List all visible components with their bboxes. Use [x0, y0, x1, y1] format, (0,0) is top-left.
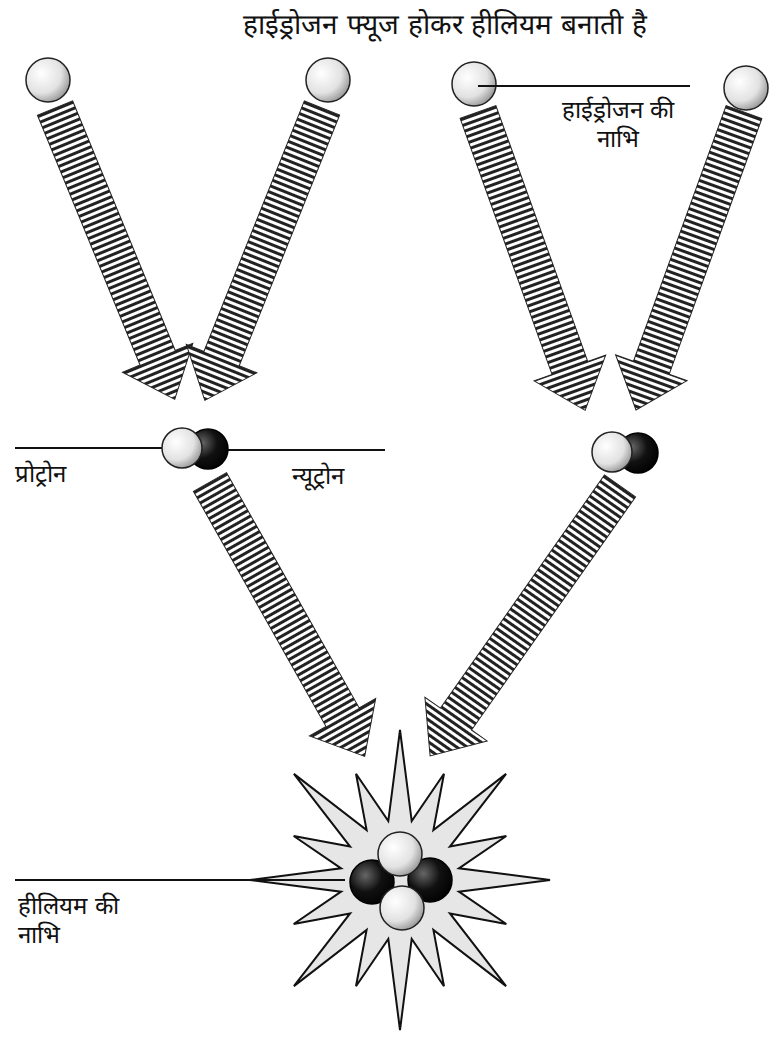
proton — [380, 886, 424, 930]
fusion-arrow — [399, 464, 651, 778]
leader-line — [15, 447, 170, 449]
hydrogen-nucleus — [452, 62, 496, 106]
proton — [592, 432, 632, 472]
hydrogen-nucleus — [724, 66, 768, 110]
fusion-arrow — [170, 94, 358, 415]
callout-label: हाईड्रोजन की नाभि — [548, 96, 688, 154]
leader-line — [15, 879, 345, 881]
diagram-title: हाईड्रोजन फ्यूज होकर हीलियम बनाती है — [120, 8, 770, 42]
leader-line — [215, 449, 385, 451]
hydrogen-nucleus — [26, 58, 70, 102]
hydrogen-nucleus — [306, 58, 350, 102]
proton — [162, 428, 202, 468]
fusion-arrow — [177, 463, 398, 775]
proton — [378, 832, 422, 876]
callout-label: हीलियम की नाभि — [18, 892, 123, 950]
callout-label: न्यूट्रोन — [292, 462, 344, 491]
fusion-arrow — [442, 99, 621, 423]
callout-label: प्रोट्रोन — [15, 460, 66, 489]
fusion-arrow — [20, 94, 210, 414]
leader-line — [478, 85, 690, 87]
